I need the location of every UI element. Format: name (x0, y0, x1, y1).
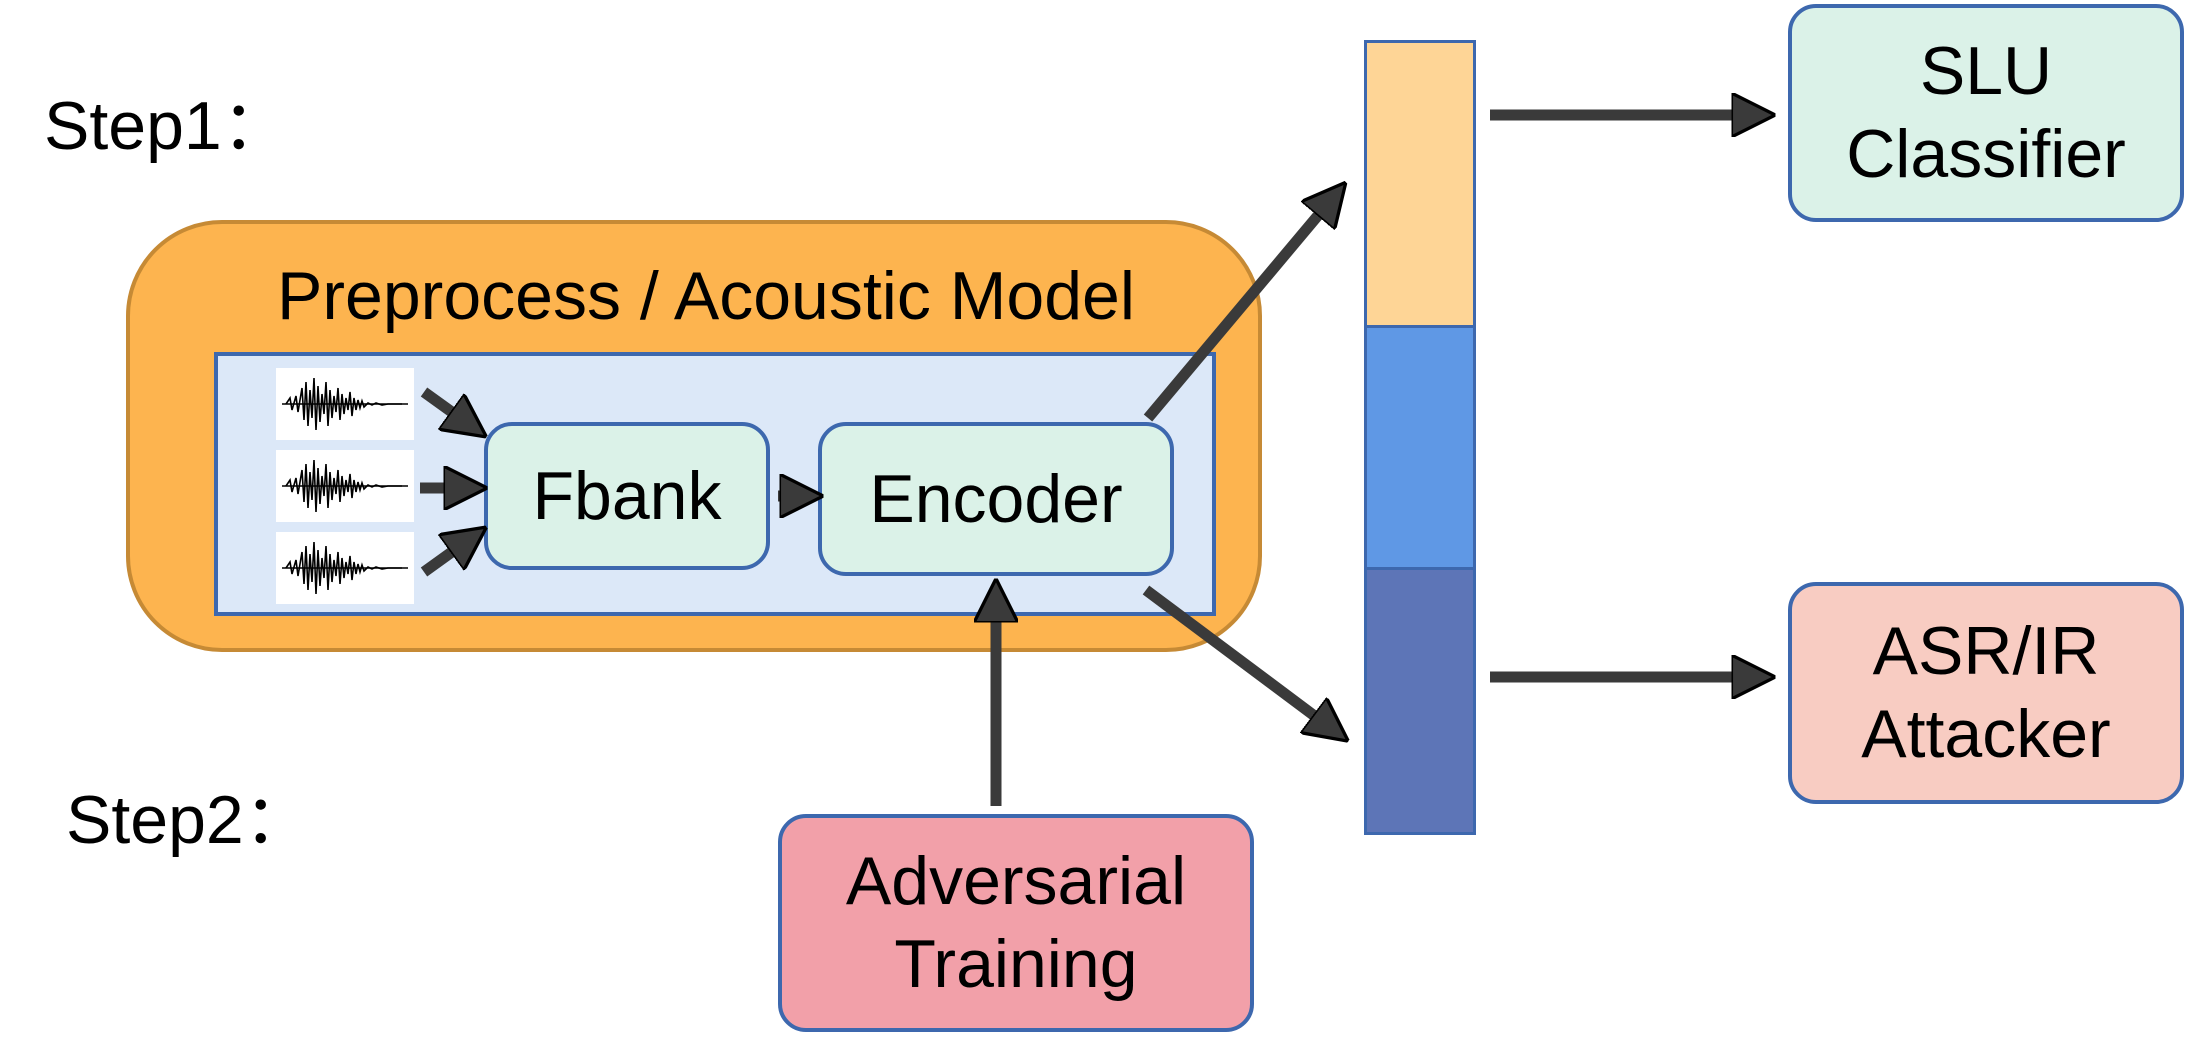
classifier-line2: Classifier (1846, 116, 2126, 192)
fbank-label: Fbank (532, 457, 722, 534)
step2-label: Step2： (66, 782, 312, 858)
waveform-icon (282, 541, 408, 595)
representation-segment-middle (1364, 325, 1476, 570)
attacker-line1: ASR/IR (1872, 613, 2100, 690)
adversarial-line1: Adversarial (845, 843, 1187, 920)
asr-ir-attacker-box: ASR/IR Attacker (1788, 582, 2184, 804)
attacker-line2: Attacker (1861, 696, 2111, 772)
waveform-icon (282, 377, 408, 431)
encoder-box: Encoder (818, 422, 1174, 576)
encoder-label: Encoder (869, 460, 1123, 537)
arrow-encoder-to-top-segment (1143, 194, 1336, 422)
waveform-2 (276, 450, 414, 522)
fbank-box: Fbank (484, 422, 770, 570)
adversarial-line2: Training (894, 926, 1138, 1002)
arrow-wave3-to-fbank (420, 536, 474, 577)
preprocess-title: Preprocess / Acoustic Model (277, 258, 1135, 334)
representation-segment-bottom (1364, 567, 1476, 835)
waveform-3 (276, 532, 414, 604)
step1-label: Step1： (44, 88, 290, 164)
adversarial-training-box: Adversarial Training (778, 814, 1254, 1032)
waveform-icon (282, 459, 408, 513)
waveform-1 (276, 368, 414, 440)
arrow-wave1-to-fbank (420, 387, 474, 428)
slu-classifier-box: SLU Classifier (1788, 4, 2184, 222)
representation-segment-top (1364, 40, 1476, 328)
arrow-encoder-to-bottom-segment (1142, 585, 1336, 732)
classifier-line1: SLU (1919, 33, 2053, 110)
